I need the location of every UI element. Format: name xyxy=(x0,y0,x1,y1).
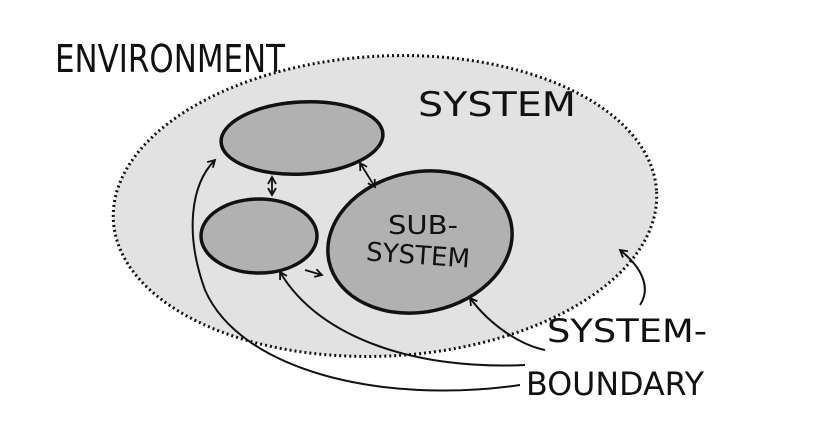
boundary-label-line2: BOUNDARY xyxy=(526,365,704,403)
subsystem-top xyxy=(219,100,385,176)
boundary-label-line1: SYSTEM- xyxy=(547,312,707,350)
environment-label: ENVIRONMENT xyxy=(55,37,286,81)
system-label: SYSTEM xyxy=(418,85,576,125)
subsystem-main xyxy=(326,169,514,315)
subsystem-left xyxy=(199,197,319,275)
subsystem-label-line2: SYSTEM xyxy=(365,237,471,274)
subsystem-label-line1: SUB- xyxy=(388,211,458,241)
boundary-pointer-arrows xyxy=(191,158,646,392)
interaction-arrows xyxy=(267,161,376,278)
